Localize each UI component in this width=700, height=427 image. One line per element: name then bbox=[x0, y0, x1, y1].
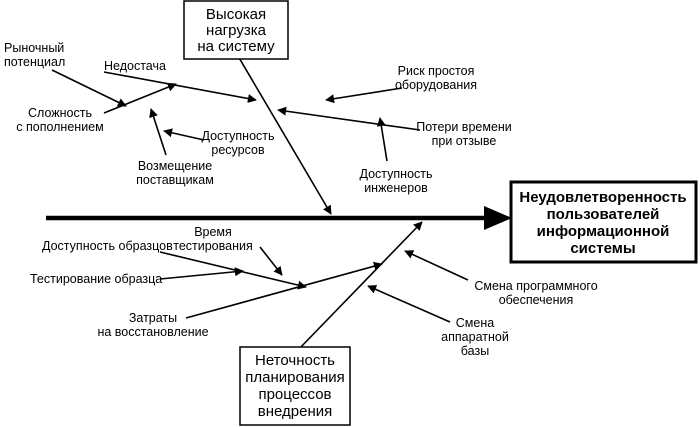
cause-label: Рыночный bbox=[4, 41, 64, 55]
bottom-main-bone bbox=[297, 221, 423, 351]
cause-label: Смена программного bbox=[474, 279, 597, 293]
software-change-arrow bbox=[404, 250, 469, 281]
cause-engineer-availability: Доступность инженеров bbox=[359, 167, 432, 195]
cause-market-potential: Рыночный потенциал bbox=[4, 41, 65, 69]
engineer-availability-arrow bbox=[376, 117, 388, 162]
cause-downtime-risk: Риск простоя оборудования bbox=[395, 64, 477, 92]
category-box-bottom: Неточность планирования процессов внедре… bbox=[239, 346, 351, 426]
cause-label: с пополнением bbox=[16, 120, 103, 134]
response-time-branch bbox=[277, 106, 421, 131]
cause-label: потенциал bbox=[4, 55, 65, 69]
cause-label: на восстановление bbox=[97, 325, 208, 339]
cause-label: инженеров bbox=[364, 181, 428, 195]
cause-shortage: Недостача bbox=[104, 59, 166, 73]
replenishment-arrow bbox=[103, 82, 177, 114]
cause-testing-time: Время тестирования bbox=[173, 225, 253, 253]
effect-line: информационной bbox=[537, 223, 670, 240]
category-bottom-line: внедрения bbox=[258, 403, 333, 420]
cause-label: Доступность bbox=[359, 167, 432, 181]
cause-label: Потери времени bbox=[416, 120, 512, 134]
cause-label: аппаратной bbox=[441, 330, 509, 344]
cause-recovery-costs: Затраты на восстановление bbox=[97, 311, 208, 339]
effect-line: Неудовлетворенность bbox=[519, 189, 686, 206]
cause-supplier-compensation: Возмещение поставщикам bbox=[136, 159, 214, 187]
category-bottom-line: процессов bbox=[258, 386, 331, 403]
cause-label: тестирования bbox=[173, 239, 253, 253]
cause-hardware-change: Смена аппаратной базы bbox=[441, 316, 509, 358]
cause-label: Затраты bbox=[129, 311, 177, 325]
market-potential-arrow bbox=[51, 69, 127, 107]
effect-line: пользователей bbox=[547, 206, 660, 223]
sample-availability-branch bbox=[159, 251, 307, 290]
cause-sample-testing: Тестирование образца bbox=[30, 272, 162, 286]
cause-label: оборудования bbox=[395, 78, 477, 92]
sample-testing-arrow bbox=[159, 267, 244, 280]
category-bottom-line: Неточность bbox=[255, 352, 335, 369]
resource-availability-arrow bbox=[163, 128, 205, 141]
cause-sample-availability: Доступность образцов bbox=[42, 239, 173, 253]
effect-box: Неудовлетворенность пользователей информ… bbox=[509, 180, 698, 264]
cause-label: Время bbox=[194, 225, 232, 239]
category-top-line: на систему bbox=[197, 38, 275, 55]
cause-label: Доступность bbox=[201, 129, 274, 143]
downtime-risk-arrow bbox=[325, 87, 403, 104]
cause-label: базы bbox=[461, 344, 489, 358]
cause-label: Возмещение bbox=[138, 159, 212, 173]
cause-label: Смена bbox=[456, 316, 494, 330]
category-top-line: нагрузка bbox=[206, 22, 267, 39]
category-top-line: Высокая bbox=[206, 6, 266, 23]
cause-replenishment-complexity: Сложность с пополнением bbox=[16, 106, 103, 134]
cause-resource-availability: Доступность ресурсов bbox=[201, 129, 274, 157]
testing-time-arrow bbox=[259, 246, 283, 276]
cause-label: Сложность bbox=[28, 106, 92, 120]
cause-label: поставщикам bbox=[136, 173, 214, 187]
hardware-change-arrow bbox=[367, 285, 451, 323]
effect-line: системы bbox=[570, 240, 635, 257]
cause-label: при отзыве bbox=[432, 134, 497, 148]
cause-software-change: Смена программного обеспечения bbox=[474, 279, 597, 307]
spine-arrowhead bbox=[484, 206, 512, 230]
category-bottom-line: планирования bbox=[245, 369, 345, 386]
supplier-compensation-arrow bbox=[149, 108, 167, 156]
cause-label: Риск простоя bbox=[398, 64, 475, 78]
cause-label: ресурсов bbox=[211, 143, 265, 157]
shortage-branch bbox=[103, 71, 257, 103]
cause-response-time-loss: Потери времени при отзыве bbox=[416, 120, 512, 148]
top-main-bone bbox=[237, 55, 332, 215]
category-box-top: Высокая нагрузка на систему bbox=[183, 0, 289, 60]
recovery-costs-arrow bbox=[185, 261, 383, 319]
cause-label: обеспечения bbox=[499, 293, 574, 307]
